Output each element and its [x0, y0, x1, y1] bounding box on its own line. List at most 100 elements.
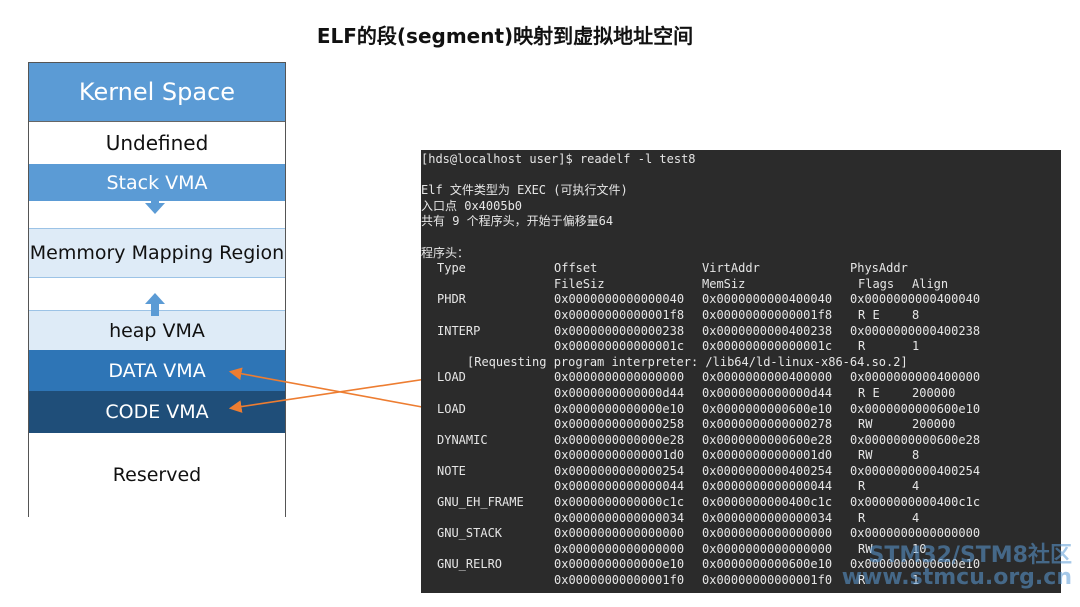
segment-align: 4 — [912, 479, 920, 494]
segment-flags: R — [858, 573, 866, 588]
segment-offset: 0x0000000000000254 — [554, 463, 685, 478]
segment-type: LOAD — [437, 370, 466, 385]
segment-flags: R — [858, 510, 866, 525]
segment-row: GNU_RELRO 0x0000000000000e10 0x00000000006… — [421, 557, 1061, 573]
segment-memsiz: 0x00000000000001d0 — [702, 448, 833, 463]
segment-offset: 0x0000000000000040 — [554, 292, 685, 307]
col-memsiz-header: MemSiz — [702, 276, 746, 291]
segment-memsiz: 0x0000000000000278 — [702, 417, 833, 432]
memory-layout-diagram: Kernel Space Undefined Stack VMA Memmory… — [28, 62, 286, 517]
col-offset-header: Offset — [554, 261, 598, 276]
segment-align: 1 — [912, 573, 920, 588]
segment-flags: R E — [858, 385, 880, 400]
segment-offset: 0x0000000000000e10 — [554, 557, 685, 572]
segment-memsiz: 0x0000000000000d44 — [702, 385, 833, 400]
segment-type: NOTE — [437, 463, 466, 478]
segment-flags: R — [858, 339, 866, 354]
segment-physaddr: 0x0000000000400254 — [850, 463, 981, 478]
segment-row: DYNAMIC 0x0000000000000e28 0x0000000000600… — [421, 433, 1061, 449]
watermark-line1: STM32/STM8社区 — [868, 543, 1072, 568]
segment-filesiz: 0x0000000000000000 — [554, 541, 685, 556]
segment-offset: 0x0000000000000c1c — [554, 495, 685, 510]
segment-align: 10 — [912, 541, 927, 556]
segment-align: 1 — [912, 339, 920, 354]
segment-memsiz: 0x0000000000000034 — [702, 510, 833, 525]
segment-offset: 0x0000000000000e10 — [554, 401, 685, 416]
segment-type: GNU_EH_FRAME — [437, 495, 524, 510]
segment-type: INTERP — [437, 323, 481, 338]
segment-virtaddr: 0x0000000000400238 — [702, 323, 833, 338]
segment-align: 4 — [912, 510, 920, 525]
segment-physaddr: 0x0000000000600e28 — [850, 432, 981, 447]
segment-row: NOTE 0x0000000000000254 0x0000000000400254… — [421, 464, 1061, 480]
col-type-header: Type — [437, 261, 466, 276]
segment-memsiz: 0x000000000000001c — [702, 339, 833, 354]
segment-type: PHDR — [437, 292, 466, 307]
code-vma-block: CODE VMA — [29, 391, 285, 433]
segment-virtaddr: 0x0000000000000000 — [702, 526, 833, 541]
segment-filesiz: 0x0000000000000034 — [554, 510, 685, 525]
watermark: STM32/STM8社区 www.stmcu.org.cn — [842, 545, 1072, 589]
col-physaddr-header: PhysAddr — [850, 261, 908, 276]
segment-flags: RW — [858, 448, 873, 463]
segment-filesiz: 0x000000000000001c — [554, 339, 685, 354]
segment-size-row: 0x0000000000000258 0x0000000000000278 RW 20… — [421, 417, 1061, 433]
segment-virtaddr: 0x0000000000400000 — [702, 370, 833, 385]
stack-gap — [29, 201, 285, 228]
segment-virtaddr: 0x0000000000400c1c — [702, 495, 833, 510]
col-filesiz-header: FileSiz — [554, 276, 605, 291]
segment-row: GNU_EH_FRAME 0x0000000000000c1c 0x00000000… — [421, 495, 1061, 511]
segment-virtaddr: 0x0000000000400040 — [702, 292, 833, 307]
program-headers-label: 程序头： — [421, 245, 470, 260]
header-count-line: 共有 9 个程序头，开始于偏移量64 — [421, 214, 614, 229]
segment-virtaddr: 0x0000000000600e28 — [702, 432, 833, 447]
segment-align: 8 — [912, 448, 920, 463]
segment-filesiz: 0x00000000000001f8 — [554, 307, 685, 322]
segment-type: GNU_RELRO — [437, 557, 503, 572]
segment-physaddr: 0x0000000000400238 — [850, 323, 981, 338]
page-title: ELF的段(segment)映射到虚拟地址空间 — [316, 24, 694, 48]
segment-filesiz: 0x0000000000000258 — [554, 417, 685, 432]
segment-physaddr: 0x0000000000600e10 — [850, 557, 981, 572]
segment-flags: RW — [858, 417, 873, 432]
heap-gap — [29, 278, 285, 310]
segment-flags: RW — [858, 541, 873, 556]
segment-row: INTERP 0x0000000000000238 0x00000000004002… — [421, 324, 1061, 340]
segment-flags: R — [858, 479, 866, 494]
segment-physaddr: 0x0000000000400000 — [850, 370, 981, 385]
segment-offset: 0x0000000000000000 — [554, 526, 685, 541]
col-flags-header: Flags — [858, 276, 895, 291]
watermark-line2: www.stmcu.org.cn — [841, 565, 1072, 590]
segment-align: 8 — [912, 307, 920, 322]
segment-size-row: 0x0000000000000034 0x0000000000000034 R 4 — [421, 511, 1061, 527]
segment-align: 200000 — [912, 417, 956, 432]
segment-physaddr: 0x0000000000600e10 — [850, 401, 981, 416]
segment-type: DYNAMIC — [437, 432, 488, 447]
reserved-block: Reserved — [29, 433, 285, 517]
segment-offset: 0x0000000000000238 — [554, 323, 685, 338]
entry-point-line: 入口点 0x4005b0 — [421, 198, 523, 213]
mmap-region-block: Memmory Mapping Region — [29, 228, 285, 278]
blank-line — [421, 230, 1061, 246]
segment-physaddr: 0x0000000000000000 — [850, 526, 981, 541]
terminal-window: [hds@localhost user]$ readelf -l test8 E… — [421, 150, 1061, 593]
segment-memsiz: 0x00000000000001f8 — [702, 307, 833, 322]
column-header-row-2: FileSiz MemSiz Flags Align — [421, 277, 1061, 293]
kernel-space-block: Kernel Space — [29, 63, 285, 121]
segment-filesiz: 0x0000000000000044 — [554, 479, 685, 494]
blank-line — [421, 168, 1061, 184]
segment-size-row: 0x000000000000001c 0x000000000000001c R 1 — [421, 339, 1061, 355]
segment-offset: 0x0000000000000e28 — [554, 432, 685, 447]
segment-physaddr: 0x0000000000400c1c — [850, 495, 981, 510]
segment-filesiz: 0x0000000000000d44 — [554, 385, 685, 400]
segment-virtaddr: 0x0000000000600e10 — [702, 401, 833, 416]
data-vma-block: DATA VMA — [29, 350, 285, 391]
